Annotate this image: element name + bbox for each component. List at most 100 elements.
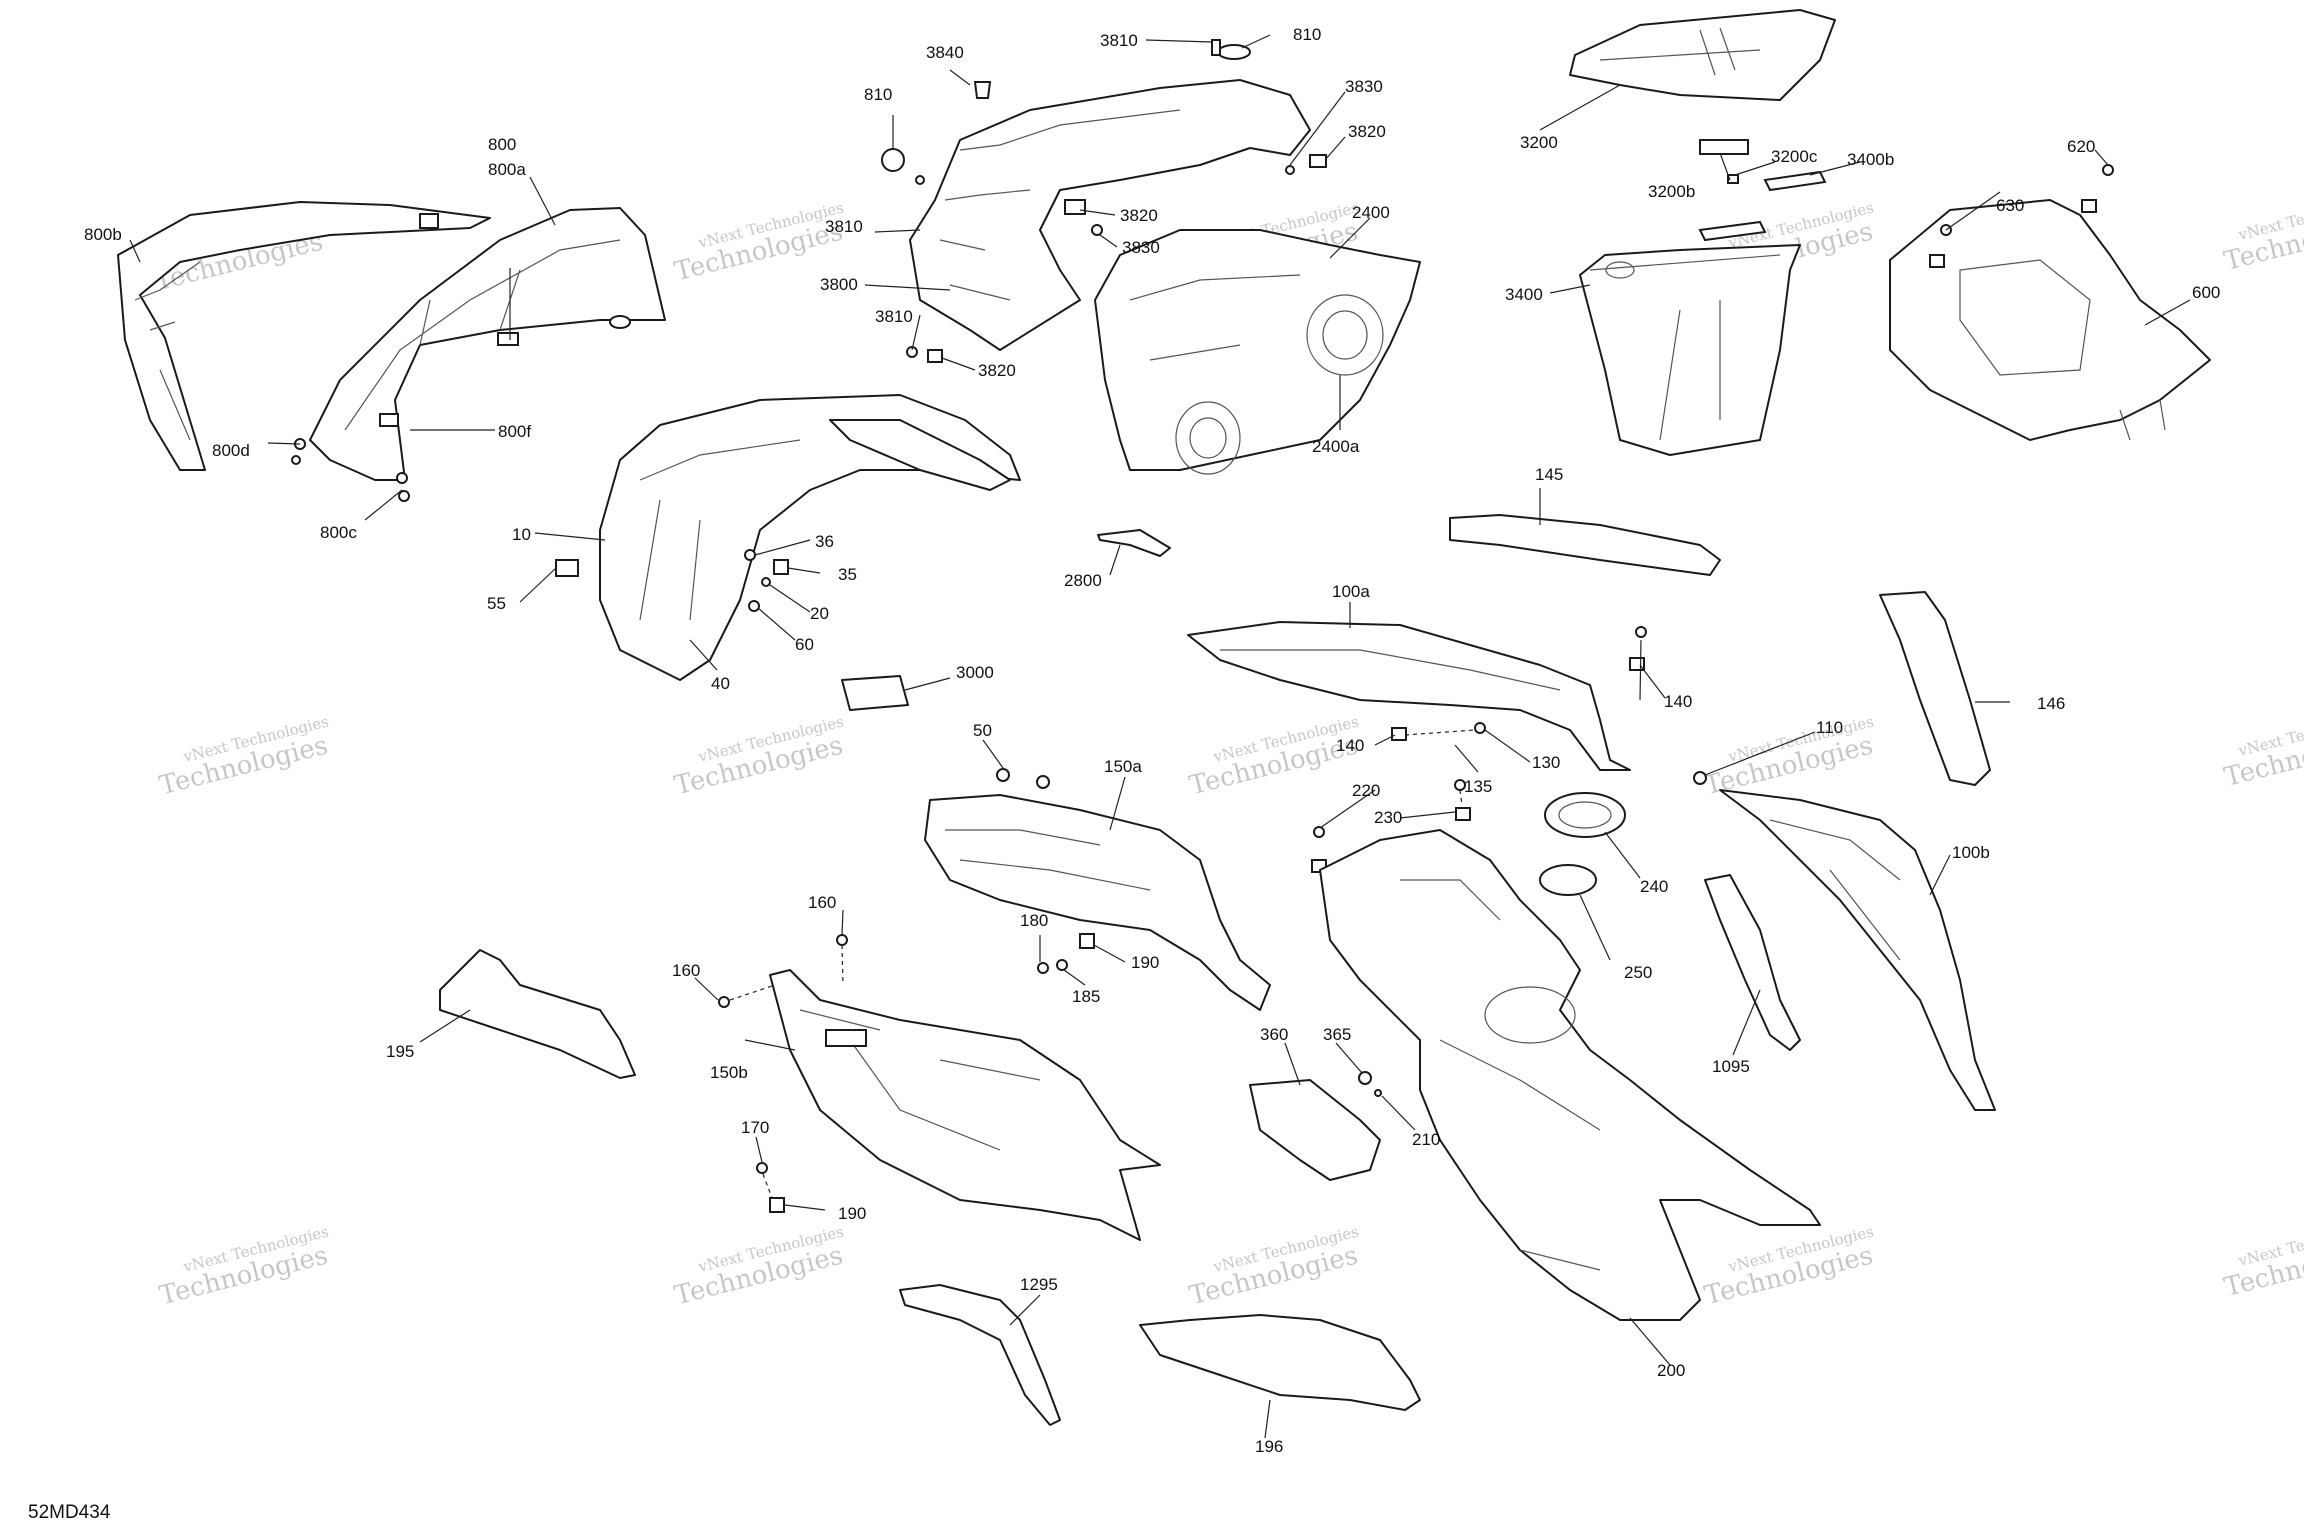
callout-label: 160	[672, 961, 700, 980]
part-55-badge	[555, 559, 579, 577]
part-36-washer	[744, 549, 756, 561]
part-240-fuel-cap-ring	[1544, 792, 1626, 838]
callout-label: 160	[808, 893, 836, 912]
part-220-screw	[1313, 826, 1325, 838]
part-100a-panel	[1187, 621, 1631, 771]
callout-label: 210	[1412, 1130, 1440, 1149]
part-3840-nut	[973, 81, 992, 99]
part-3820-clip	[927, 349, 943, 363]
part-150a-panel	[924, 794, 1271, 1011]
callout-label: 800	[488, 135, 516, 154]
part-365-nut	[1358, 1071, 1372, 1085]
part-620-screw	[2102, 164, 2114, 176]
part-210-screw	[1374, 1089, 1382, 1097]
callout-label: 3810	[1100, 31, 1138, 50]
callout-label: 240	[1640, 877, 1668, 896]
callout-label: 600	[2192, 283, 2220, 302]
callout-label: 170	[741, 1118, 769, 1137]
callout-label: 800f	[498, 422, 531, 441]
leader-lines	[129, 34, 2191, 1439]
callout-label: 3400	[1505, 285, 1543, 304]
callout-label: 135	[1464, 777, 1492, 796]
part-190-clip	[769, 1197, 785, 1213]
callout-label: 140	[1664, 692, 1692, 711]
part-195-trim	[439, 949, 636, 1079]
callout-label: 3400b	[1847, 150, 1894, 169]
part-810-grommet	[881, 148, 905, 172]
callout-label: 3000	[956, 663, 994, 682]
callout-label: 60	[795, 635, 814, 654]
callout-label: 40	[711, 674, 730, 693]
part-35-nut	[773, 559, 789, 575]
callout-label: 2800	[1064, 571, 1102, 590]
part-800c-nut	[396, 472, 408, 484]
part-600-housing	[1889, 199, 2211, 441]
callout-label: 2400	[1352, 203, 1390, 222]
part-20-screw	[761, 577, 771, 587]
callout-labels: 800 800a 800b 800d 800f 800c 810 810 384…	[84, 25, 2220, 1456]
callout-label: 3830	[1122, 238, 1160, 257]
callout-label: 2400a	[1312, 437, 1360, 456]
part-3200c-clip	[1727, 174, 1739, 184]
callout-label: 196	[1255, 1437, 1283, 1456]
part-185-washer	[1056, 959, 1068, 971]
part-50-washer	[996, 768, 1010, 782]
part-60-nut	[748, 600, 760, 612]
part-110-screw	[1693, 771, 1707, 785]
callout-label: 100a	[1332, 582, 1370, 601]
callout-label: 140	[1336, 736, 1364, 755]
callout-label: 360	[1260, 1025, 1288, 1044]
callout-label: 200	[1657, 1361, 1685, 1380]
callout-label: 50	[973, 721, 992, 740]
part-3400-bin	[1579, 244, 1801, 456]
callout-label: 800d	[212, 441, 250, 460]
callout-label: 130	[1532, 753, 1560, 772]
callout-label: 3810	[825, 217, 863, 236]
callout-label: 3200	[1520, 133, 1558, 152]
callout-label: 150b	[710, 1063, 748, 1082]
part-3820-clip	[1309, 154, 1327, 168]
part-3810-screw	[1211, 39, 1221, 56]
callout-label: 3820	[978, 361, 1016, 380]
part-130-screw	[1474, 722, 1486, 734]
part-800f-clip	[497, 332, 519, 346]
callout-label: 3830	[1345, 77, 1383, 96]
part-190-clip	[1079, 933, 1095, 949]
part-146-panel	[1879, 591, 1991, 786]
part-1295-strip	[899, 1284, 1061, 1426]
part-630-clip	[1929, 254, 1945, 268]
callout-label: 1295	[1020, 1275, 1058, 1294]
callout-label: 1095	[1712, 1057, 1750, 1076]
part-250-seal	[1539, 864, 1597, 896]
callout-label: 3820	[1120, 206, 1158, 225]
part-800f-clip	[379, 413, 399, 427]
callout-label: 3820	[1348, 122, 1386, 141]
part-200-tank-cover	[1319, 829, 1821, 1321]
part-800-deflector	[309, 207, 666, 481]
callout-label: 810	[864, 85, 892, 104]
callout-label: 100b	[1952, 843, 1990, 862]
part-140-screw	[1635, 626, 1647, 638]
callout-label: 220	[1352, 781, 1380, 800]
callout-label: 800c	[320, 523, 357, 542]
callout-label: 185	[1072, 987, 1100, 1006]
part-170-screw	[756, 1162, 768, 1174]
callout-label: 3800	[820, 275, 858, 294]
callout-label: 190	[838, 1204, 866, 1223]
callout-label: 365	[1323, 1025, 1351, 1044]
part-10-fascia	[599, 394, 1021, 681]
parts	[117, 9, 2211, 1426]
callout-label: 3200b	[1648, 182, 1695, 201]
callout-label: 190	[1131, 953, 1159, 972]
callout-label: 180	[1020, 911, 1048, 930]
callout-label: 3840	[926, 43, 964, 62]
callout-label: 630	[1996, 196, 2024, 215]
part-140-clip	[1391, 727, 1407, 741]
part-800d-washer	[291, 455, 301, 465]
part-800c-nut	[398, 490, 410, 502]
part-196-panel	[1139, 1314, 1421, 1411]
diagram-code: 52MD434	[28, 1502, 111, 1523]
callout-label: 36	[815, 532, 834, 551]
part-3810-screw	[915, 175, 925, 185]
